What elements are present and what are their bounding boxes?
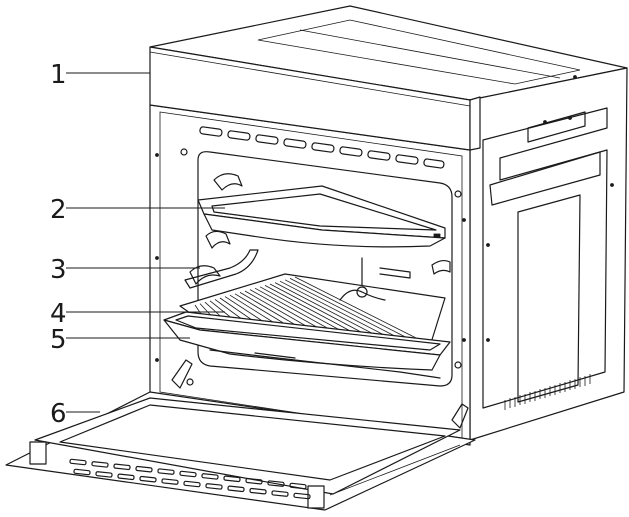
grid-bar (269, 283, 374, 340)
door-vent-slot (161, 478, 179, 485)
door-vent-slot (179, 470, 197, 478)
svg-text:2: 2 (50, 195, 67, 225)
door-vent-slot (205, 483, 223, 490)
callout-4: 4 (50, 299, 225, 329)
door-vent-slot (267, 480, 285, 487)
door-vent-slot (201, 473, 219, 480)
svg-text:3: 3 (50, 255, 67, 285)
door-vent-slot (95, 471, 113, 478)
door-vent-slot (135, 465, 153, 473)
door-vent-slot (113, 463, 131, 471)
callout-2: 2 (50, 195, 225, 225)
shallow-tray (163, 311, 451, 371)
lower-shelf (209, 349, 441, 379)
grid-bar (274, 282, 386, 341)
door-vent-slot (245, 477, 263, 485)
grid-bar (289, 278, 419, 345)
door-vent-slot (227, 485, 245, 493)
grid-bar (284, 279, 408, 343)
grid-bar (264, 285, 363, 338)
oven-door (5, 359, 476, 511)
door-vent-slot (271, 490, 289, 497)
callout-5: 5 (50, 325, 190, 355)
door-vent-slot (117, 473, 135, 481)
callouts: 1 2 3 4 5 6 (50, 60, 225, 429)
grid-bar (254, 287, 341, 336)
deep-tray (197, 185, 446, 248)
svg-text:5: 5 (50, 325, 67, 355)
door-vent-slot (183, 480, 201, 488)
door-vent-slot (223, 475, 241, 483)
wire-grid (179, 273, 446, 347)
door-vent-slot (73, 468, 91, 476)
door-vent-slot (69, 458, 87, 466)
right-side-panel (469, 67, 628, 441)
door-vent-slot (293, 492, 311, 500)
grid-bar (279, 280, 397, 342)
door-vent-slot (139, 475, 157, 483)
door-vent-slot (91, 461, 109, 468)
svg-text:6: 6 (50, 399, 67, 429)
door-vent-slot (289, 482, 307, 490)
door-vent-slot (249, 487, 267, 495)
control-panel (149, 46, 481, 151)
door-vent-slot (157, 468, 175, 475)
callout-6: 6 (50, 399, 100, 429)
callout-3: 3 (50, 255, 200, 285)
grid-bar (259, 286, 352, 337)
svg-text:1: 1 (50, 60, 67, 90)
callout-1: 1 (50, 60, 150, 90)
grid-bar (294, 276, 431, 346)
svg-text:4: 4 (50, 299, 67, 329)
